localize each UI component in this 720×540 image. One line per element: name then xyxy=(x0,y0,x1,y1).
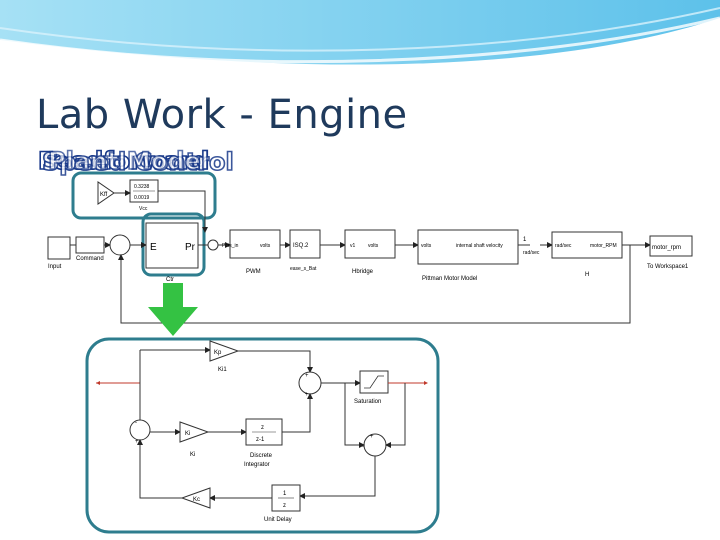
pwm-out: volts xyxy=(260,243,271,249)
ff-lookup-text: 0.3238 xyxy=(134,184,150,190)
kc-feedback-wire xyxy=(137,439,182,499)
integrator-den: z-1 xyxy=(256,437,265,443)
pwm-in: Pcts_in xyxy=(222,243,239,249)
integrator-label-1: Discrete xyxy=(250,453,273,459)
motor-label: Pittman Motor Model xyxy=(422,276,477,282)
controller-block[interactable] xyxy=(145,222,199,269)
sub-input-port xyxy=(96,381,100,385)
saturation-curve xyxy=(364,375,384,389)
ff-sum-block[interactable] xyxy=(207,239,219,251)
pwm-block[interactable] xyxy=(229,229,281,259)
sub-sum-right[interactable] xyxy=(363,433,387,457)
ff-lookup-den: 0.0019 xyxy=(134,195,150,201)
sum-to-delay-wire xyxy=(299,456,376,499)
kp-label: Ki1 xyxy=(218,367,227,373)
hbridge-out: volts xyxy=(368,243,379,249)
ki-text: Ki xyxy=(185,431,190,437)
motor-out: internal shaft velocity xyxy=(456,243,503,249)
zoom-arrow xyxy=(148,283,198,336)
gear-num: 1 xyxy=(523,237,527,243)
motor-block[interactable] xyxy=(417,229,519,265)
rpm-block[interactable] xyxy=(551,231,623,259)
ff-gain-block[interactable] xyxy=(97,181,115,205)
input-block[interactable] xyxy=(47,236,71,260)
battery-block[interactable] xyxy=(289,229,321,259)
unit-delay-num: 1 xyxy=(283,491,287,497)
sub-sum-left[interactable] xyxy=(129,419,151,441)
unit-delay-label: Unit Delay xyxy=(264,517,292,523)
sub-sum-top[interactable] xyxy=(298,371,322,395)
banner-line xyxy=(0,16,720,64)
sub-sum-left-sign2: + xyxy=(135,439,139,445)
gear-label: H xyxy=(585,272,589,278)
command-label: Command xyxy=(76,256,104,262)
overlay-text-1: Feedforward xyxy=(37,146,210,176)
integrator-num: z xyxy=(261,425,264,431)
battery-text: ISQ.2 xyxy=(293,243,309,249)
feedback-wire xyxy=(118,245,631,324)
workspace-block[interactable] xyxy=(649,235,693,257)
sub-sum-left-sign1: - xyxy=(135,420,137,426)
sub-sum-top-sign1: + xyxy=(305,373,309,379)
ki-block[interactable] xyxy=(179,421,210,443)
battery-label: ease_s_Bat xyxy=(290,266,317,272)
rpm-out: motor_RPM xyxy=(590,243,617,249)
overlay-text-3: Plant Model xyxy=(47,146,210,176)
command-block[interactable] xyxy=(75,236,105,254)
controller-right-text: Pr xyxy=(185,242,196,253)
saturation-label: Saturation xyxy=(354,399,381,405)
hbridge-block[interactable] xyxy=(344,229,396,259)
kp-out-wire xyxy=(238,350,313,373)
unit-delay-den: z xyxy=(283,503,286,509)
rpm-in: rad/sec xyxy=(555,243,572,249)
hbridge-label: Hbridge xyxy=(352,269,374,275)
hbridge-in: v1 xyxy=(350,243,356,249)
kp-text: Kp xyxy=(214,350,222,356)
sub-output-port xyxy=(424,381,428,385)
header-banner xyxy=(0,0,720,65)
ff-wire-down xyxy=(158,190,208,233)
kc-text: Kc xyxy=(193,497,200,503)
main-sum-block[interactable] xyxy=(109,234,131,256)
integrator-out-wire xyxy=(282,393,313,433)
input-label: Input xyxy=(48,264,62,270)
sub-sum-right-sign1: + xyxy=(370,434,374,440)
integrator-label-2: Integrator xyxy=(244,462,270,468)
gear-left: rad/sec xyxy=(523,250,540,256)
workspace-text: motor_rpm xyxy=(652,245,681,251)
ki-label: Ki xyxy=(190,452,195,458)
controller-label: Ctr xyxy=(166,277,174,283)
pre-sat-tap-wire xyxy=(344,383,365,448)
kp-block[interactable] xyxy=(209,340,240,362)
sub-sum-top-sign2: + xyxy=(305,392,309,398)
ff-lookup-label: Vcc xyxy=(139,206,148,212)
pwm-label: PWM xyxy=(246,269,261,275)
workspace-label: To Workspace1 xyxy=(647,264,689,270)
post-sat-tap-wire xyxy=(385,383,406,448)
banner-line-2 xyxy=(0,7,720,52)
controller-left-text: E xyxy=(150,242,157,253)
slide-title: Lab Work - Engine xyxy=(36,92,408,138)
kc-block[interactable] xyxy=(180,487,211,509)
motor-in: volts xyxy=(421,243,432,249)
ff-gain-text: Kff xyxy=(100,192,108,198)
